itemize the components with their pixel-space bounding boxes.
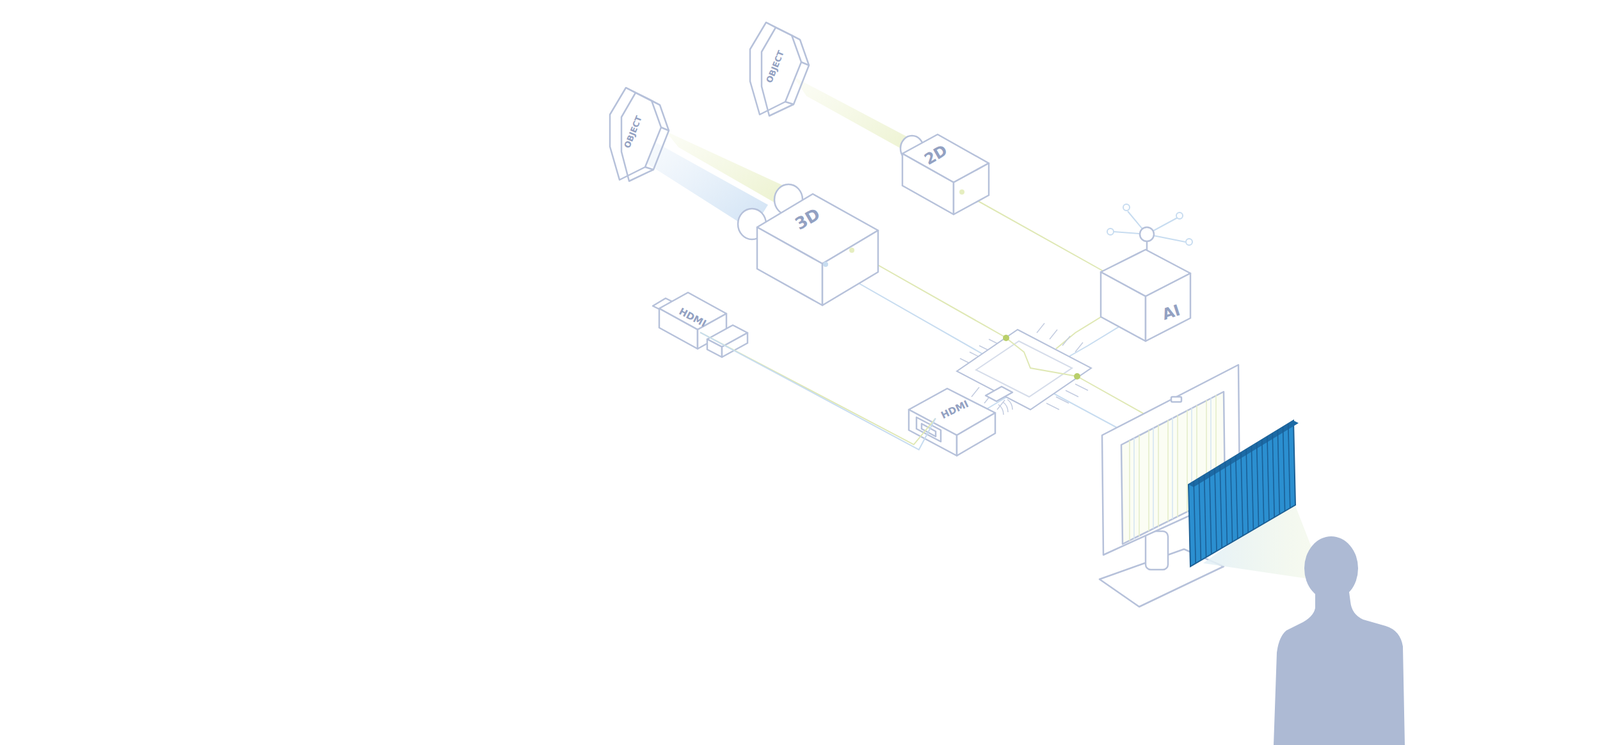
camera-box: 2D xyxy=(917,138,954,172)
viewer-silhouette xyxy=(1273,536,1405,745)
object-prism xyxy=(609,87,669,182)
hdmi-plug xyxy=(908,386,1013,456)
node-label: OBJECT xyxy=(764,49,786,85)
node-label: HDMI xyxy=(939,398,971,422)
camera-box: 3D xyxy=(788,200,828,237)
node-label: AI xyxy=(1160,301,1183,324)
wire xyxy=(961,192,1108,274)
object-label: OBJECT xyxy=(619,110,648,153)
processor-chip xyxy=(956,323,1092,410)
lenticular-panel xyxy=(1188,420,1299,567)
ai-cube xyxy=(1100,204,1193,342)
cable-stroke xyxy=(700,332,936,445)
ai-box: AI xyxy=(1156,298,1186,326)
camera-2d xyxy=(900,134,989,215)
object-label: OBJECT xyxy=(761,44,790,88)
cable-line xyxy=(700,332,936,450)
cable-stroke xyxy=(700,332,936,450)
node-label: 2D xyxy=(921,141,951,168)
node-label: OBJECT xyxy=(622,114,644,150)
connector-box: HDMI xyxy=(935,394,975,424)
camera-3d xyxy=(737,184,879,306)
wire xyxy=(1077,376,1146,415)
light-beam xyxy=(665,131,791,208)
hdmi-plug xyxy=(652,292,748,358)
connector-box: HDMI xyxy=(673,302,712,333)
object-prism xyxy=(750,22,809,116)
node-label: 3D xyxy=(792,204,824,234)
node-label: HDMI xyxy=(677,305,708,329)
